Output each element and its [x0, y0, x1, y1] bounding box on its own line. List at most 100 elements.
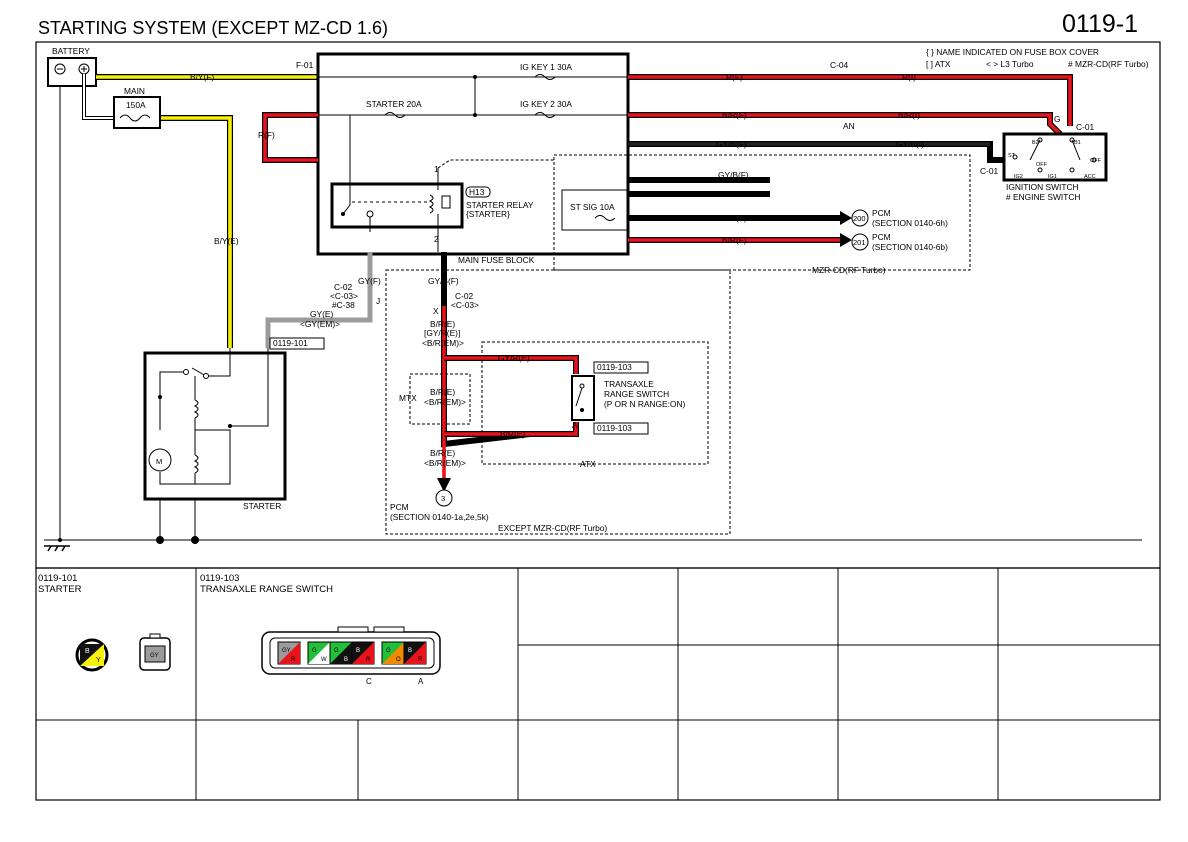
except-box-label: EXCEPT MZR-CD(RF Turbo) — [498, 523, 607, 533]
connector-f01: F-01 — [296, 60, 314, 70]
wire-label-br-i: B/R(I) — [898, 110, 920, 120]
trs-name-3: (P OR N RANGE:ON) — [604, 399, 685, 409]
legend-atx: [ ] ATX — [926, 59, 951, 69]
main-fuse — [113, 96, 161, 129]
page-number: 0119-1 — [1062, 10, 1138, 38]
wire-label-br-f1: B/R(F) — [722, 110, 747, 120]
pin-label-2: G — [312, 648, 317, 654]
starter20-label: STARTER 20A — [366, 99, 422, 109]
fuse-symbols — [384, 74, 616, 221]
ign-name-2: # ENGINE SWITCH — [1006, 192, 1080, 202]
ref-0119-103a: 0119-103 — [597, 362, 632, 372]
relay-name-2: {STARTER} — [466, 209, 510, 219]
legend-line1: { } NAME INDICATED ON FUSE BOX COVER — [926, 47, 1099, 57]
pin-label-1: R — [291, 657, 296, 663]
motor-label: M — [156, 457, 162, 466]
wire-label-gyb-f1: GY/B(F) — [716, 139, 747, 149]
starter-terminal-y: Y — [96, 657, 101, 664]
wire-label-gyb-i: GY/B(I) — [896, 139, 924, 149]
wire-label-gy-f: GY(F) — [358, 276, 381, 286]
pcm-3-label: PCM — [390, 502, 409, 512]
wire-label-br-em3: <B/R(EM)> — [424, 458, 466, 468]
arrow-pcm-201 — [840, 233, 852, 247]
wire-label-r-f: R(F) — [726, 72, 743, 82]
connector-c01a: C-01 — [1076, 122, 1094, 132]
relay-name-1: STARTER RELAY — [466, 200, 534, 210]
starter-relay — [330, 182, 464, 229]
atx-box-label: ATX — [580, 459, 596, 469]
page-title: STARTING SYSTEM (EXCEPT MZ-CD 1.6) — [38, 18, 389, 38]
ign-acc: ACC — [1084, 174, 1096, 180]
mtx-label: MTX — [399, 393, 417, 403]
except-dashed-box — [385, 269, 731, 535]
atx-dashed-box — [481, 341, 709, 465]
st-sig-fuse-box — [561, 189, 629, 231]
ign-st: ST — [1008, 153, 1016, 159]
wire-label-r-f-left: R(F) — [258, 130, 275, 140]
battery — [47, 57, 97, 87]
connector-panel — [35, 567, 1161, 801]
ign-off2: OFF — [1090, 158, 1102, 164]
pin-a-label: A — [418, 677, 424, 686]
arrow-pcm-3 — [437, 478, 451, 492]
trs-name-1: TRANSAXLE — [604, 379, 654, 389]
mzr-dashed-box — [553, 154, 971, 271]
wire-label-gyb-f4: GY/B(F) — [428, 276, 459, 286]
wire-label-br-e2: B/R(E) — [430, 387, 455, 397]
connector-c04: C-04 — [830, 60, 848, 70]
motor-icon — [148, 448, 172, 472]
pcm-201-label: PCM — [872, 232, 891, 242]
wire-gy-b — [441, 141, 1005, 306]
connector-c01b: C-01 — [980, 166, 998, 176]
ign-name-1: IGNITION SWITCH — [1006, 182, 1079, 192]
ground-symbol — [44, 545, 70, 552]
starter-terminal-icon — [75, 638, 109, 672]
wire-label-br-e4: B/R(E) — [430, 448, 455, 458]
wire-label-gyb-f2: GY/B(F) — [718, 170, 749, 180]
pin-label-11: R — [418, 657, 423, 663]
main-label: MAIN — [124, 86, 145, 96]
panel-starter-code: 0119-101 — [38, 573, 77, 584]
pcm-201-badge: 201 — [853, 238, 866, 247]
starter-label: STARTER — [243, 501, 281, 511]
relay-code: H13 — [469, 187, 485, 197]
ignition-switch — [1002, 132, 1108, 182]
connector-g: G — [1054, 114, 1061, 124]
connector-c02a: C-02 — [334, 282, 352, 292]
pin-2: 2 — [434, 234, 439, 244]
main-rating-label: 150A — [126, 100, 146, 110]
panel-trs-name: TRANSAXLE RANGE SWITCH — [200, 584, 333, 595]
battery-label: BATTERY — [52, 46, 90, 56]
wire-label-gyb-f3: GY/B(F) — [716, 213, 747, 223]
wire-label-gy-em: <GY(EM)> — [300, 319, 340, 329]
wire-label-br-em2: <B/R(EM)> — [424, 397, 466, 407]
ign-off1: OFF — [1036, 162, 1048, 168]
panel-grid — [36, 568, 1160, 800]
mtx-dashed-box — [409, 373, 471, 425]
pcm-3-section: (SECTION 0140-1a,2e,5k) — [390, 512, 489, 522]
pin-label-4: G — [334, 648, 339, 654]
wire-label-br-e1: B/R(E) — [430, 319, 455, 329]
ig-key1-label: IG KEY 1 30A — [520, 62, 572, 72]
fuse-block-label: MAIN FUSE BLOCK — [458, 255, 535, 265]
mzr-box-label: MZR-CD(RF Turbo) — [812, 265, 886, 275]
ign-ig1: IG1 — [1048, 174, 1057, 180]
connector-an: AN — [843, 121, 855, 131]
pin-c-label: C — [366, 677, 372, 686]
pin-label-0: GY — [282, 648, 291, 654]
connector-c38: #C-38 — [332, 300, 355, 310]
ref-0119-103b: 0119-103 — [597, 423, 632, 433]
wire-gy — [265, 252, 373, 348]
ign-b2: B2 — [1032, 140, 1039, 146]
pin-label-8: G — [386, 648, 391, 654]
pcm-200-section: (SECTION 0140-6h) — [872, 218, 948, 228]
wire-label-gy-e: GY(E) — [310, 309, 333, 319]
transaxle-pins — [277, 641, 427, 665]
pcm-201-section: (SECTION 0140-6b) — [872, 242, 948, 252]
connector-j: J — [376, 296, 380, 306]
connector-x: X — [433, 306, 439, 316]
ign-b1: B1 — [1074, 140, 1081, 146]
starter-terminal-b: B — [85, 648, 90, 655]
pin-label-10: B — [408, 648, 412, 654]
